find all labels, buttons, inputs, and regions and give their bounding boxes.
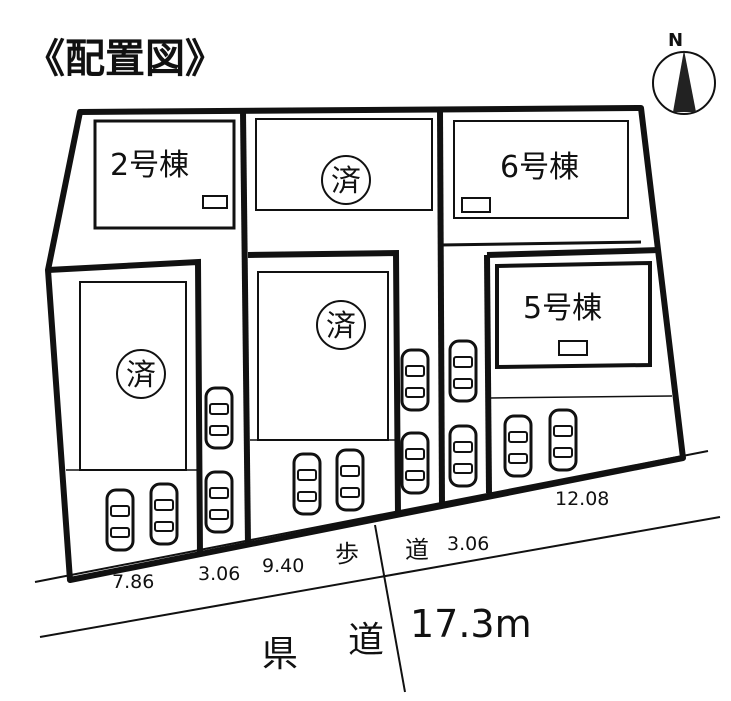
car-icon [448,339,478,403]
car-icon [400,431,430,495]
sold-stamp-text: 済 [331,164,361,199]
sold-stamp-text: 済 [326,309,356,344]
lot-divider-4 [247,249,401,516]
dimension-label: 9.40 [262,555,304,577]
car-icon [204,470,234,534]
site-boundary [45,105,686,583]
building-lot5 [495,260,652,370]
compass-label: N [668,30,683,51]
parked-cars [105,339,578,552]
north-arrow-icon [673,50,696,112]
dimension-label: 3.06 [198,563,240,585]
roads [34,450,721,693]
lot-label-6: 6号棟 [500,150,579,185]
car-icon [548,408,578,472]
car-icon [448,424,478,488]
entry-lot6 [461,197,491,213]
dimension-label: 12.08 [555,488,609,510]
page-title: 《配置図》 [25,36,225,82]
sold-stamp-middle: 済 [316,300,366,350]
prefectural-road-label: 道 [348,620,384,661]
lot-divider-5 [486,247,661,258]
building-lot6 [453,120,629,219]
sold-stamp-circle [316,300,366,350]
car-icon [149,482,179,546]
road-width-line [374,524,406,693]
sidewalk-edge [34,450,709,583]
car-icon [105,488,135,552]
sidewalk-label: 歩 [335,540,359,568]
entry-lot2 [202,195,228,209]
lot-label-2: 2号棟 [110,148,189,183]
lot-divider-7 [439,240,642,247]
car-icon [204,386,234,450]
building-lot2 [93,119,236,230]
sold-stamp-left: 済 [116,349,166,399]
sold-stamp-text: 済 [126,358,156,393]
lot-divider-2 [437,109,445,506]
prefectural-road-label: 県 [262,634,298,675]
lot-divider-3 [47,258,203,557]
dimension-label: 3.06 [447,533,489,555]
road-edge [39,516,721,638]
lot-divider-6 [484,254,492,494]
parking-line-right [489,395,673,399]
sold-stamp-circle [321,155,371,205]
lot-divider-1 [240,111,251,546]
lot-label-5: 5号棟 [523,291,602,326]
car-icon [335,448,365,512]
north-compass: N [652,30,716,115]
building-sold-middle [257,271,389,441]
car-icon [503,414,533,478]
sold-stamp-top: 済 [321,155,371,205]
car-icon [292,452,322,516]
building-footprints [66,118,673,471]
road-width-label: 17.3m [410,602,532,646]
dimension-label: 7.86 [112,571,154,593]
entry-lot5 [558,340,588,356]
sold-stamp-circle [116,349,166,399]
site-outline [45,105,686,583]
sidewalk-label: 道 [405,536,429,564]
car-icon [400,348,430,412]
building-sold-top [255,118,433,211]
